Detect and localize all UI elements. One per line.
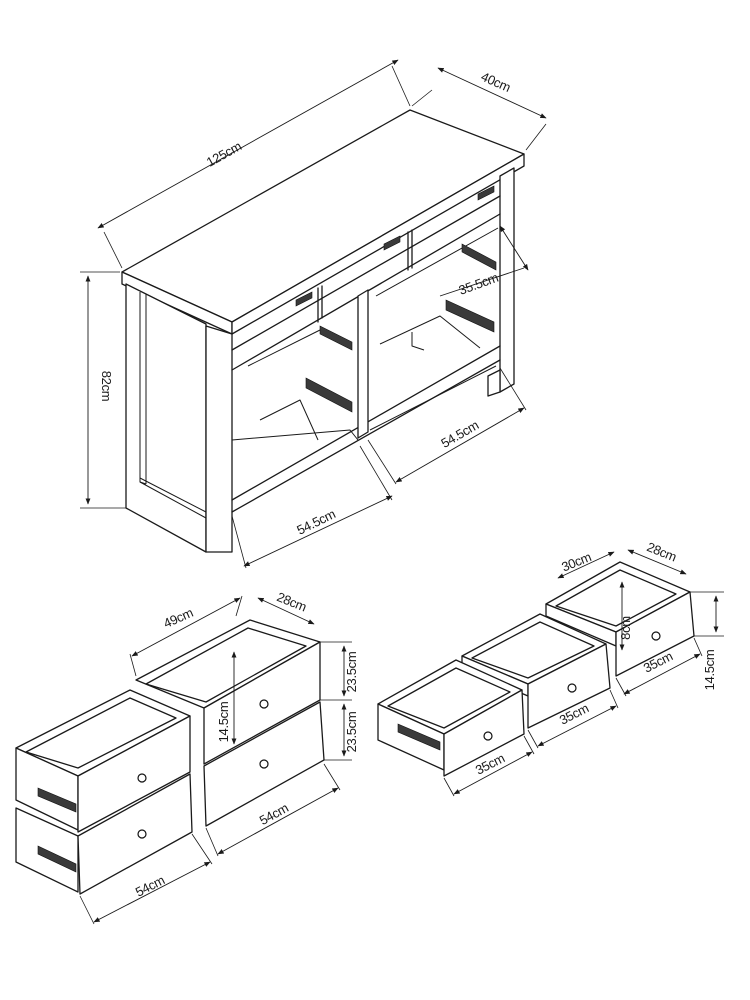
large-drawer-front-width-left-label: 54cm <box>133 872 167 899</box>
large-drawer-depth-label: 28cm <box>275 589 309 614</box>
sideboard-width-label: 125cm <box>204 138 244 169</box>
small-drawer-front <box>377 659 525 777</box>
small-drawer-front-height-label: 14.5cm <box>702 650 717 691</box>
sideboard-right-bay-label: 54.5cm <box>438 417 481 450</box>
sideboard-depth-label: 40cm <box>479 69 513 95</box>
sideboard-drawer-depth-label: 35.5cm <box>457 270 501 298</box>
small-drawer-inner-width-label: 30cm <box>559 549 593 574</box>
sideboard-drawer-runners <box>295 185 497 413</box>
large-drawer-inner-width-label: 49cm <box>161 605 195 631</box>
sideboard-drawing: 125cm 40cm 82cm 35.5cm 54.5cm 54.5cm <box>80 59 547 569</box>
sideboard-height-label: 82cm <box>99 371 114 402</box>
sideboard-left-bay-label: 54.5cm <box>294 506 337 537</box>
large-drawers-drawing: 49cm 28cm 23.5cm 23.5cm 14.5cm 54cm 54cm <box>15 589 359 925</box>
large-drawer-front-height-bottom-label: 23.5cm <box>344 712 359 753</box>
large-drawer-front-width-right-label: 54cm <box>257 800 291 828</box>
sideboard-top-side-edge <box>231 153 525 335</box>
sideboard-front-right-leg <box>499 167 515 393</box>
large-drawer-front-height-top-label: 23.5cm <box>344 652 359 693</box>
sideboard-front-left-leg <box>205 325 233 553</box>
small-drawer-inner-height-label: 8cm <box>618 616 633 640</box>
small-drawers-drawing: 30cm 28cm 8cm 14.5cm 35cm 35cm 35cm <box>377 539 724 797</box>
sideboard-center-divider <box>357 289 369 439</box>
small-drawer-depth-label: 28cm <box>645 539 679 564</box>
large-drawer-front-top <box>15 689 191 833</box>
large-drawer-inner-height-label: 14.5cm <box>216 702 231 743</box>
